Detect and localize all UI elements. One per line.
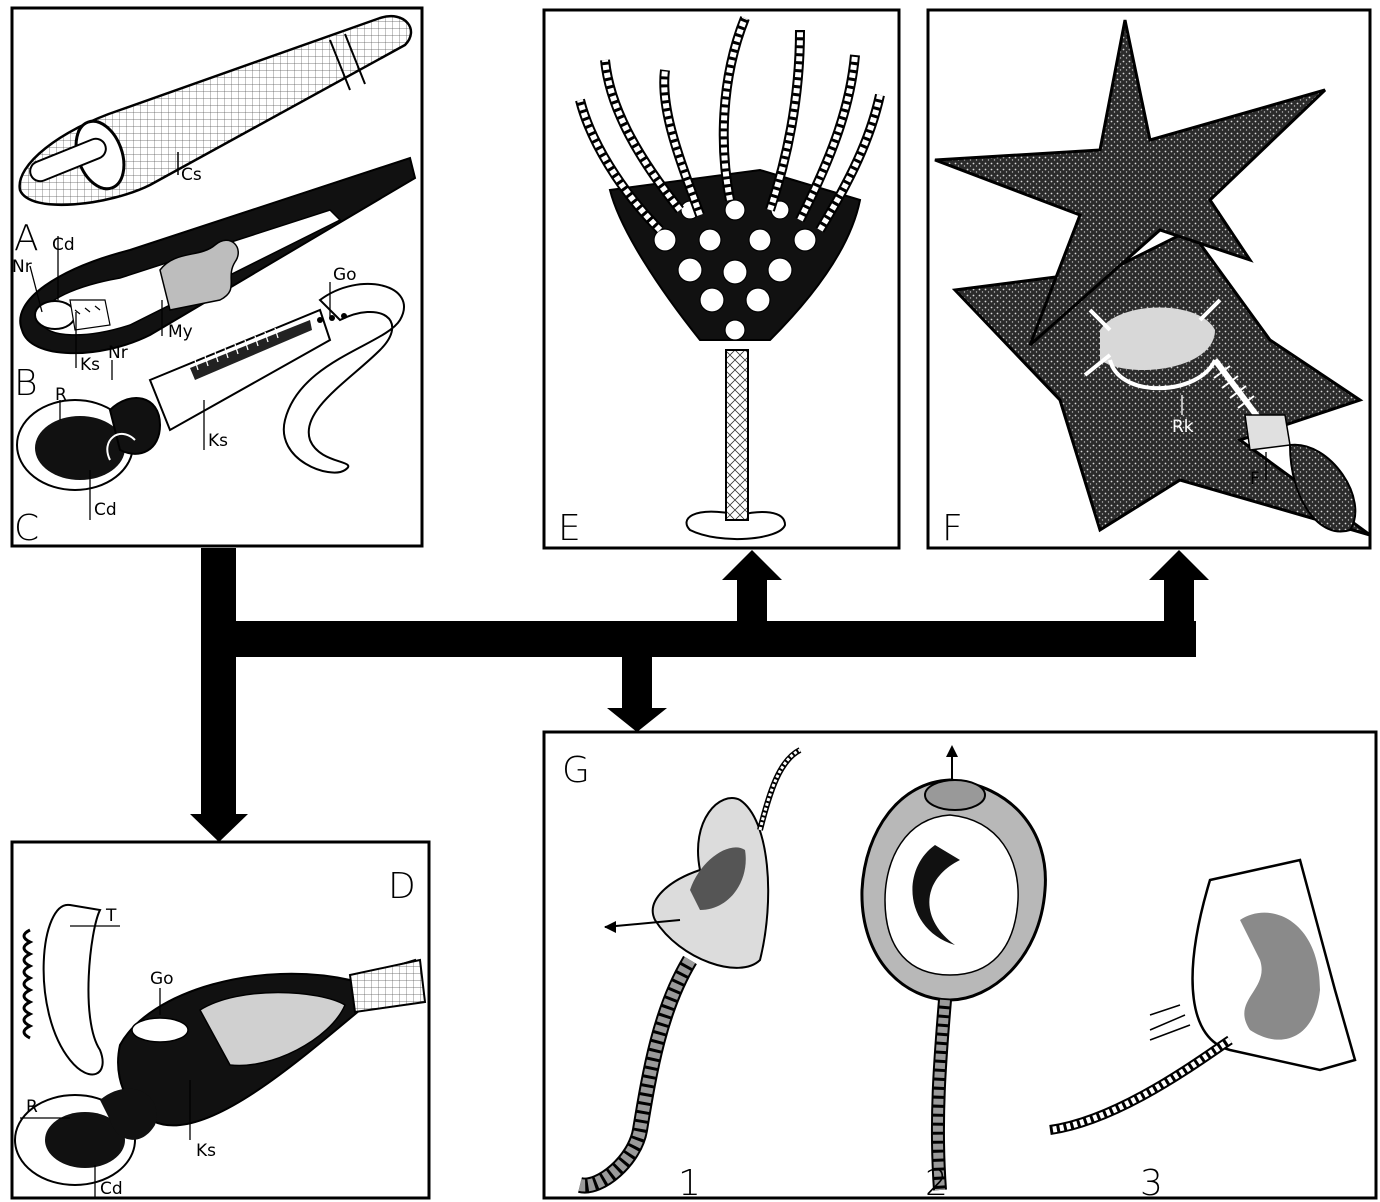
panel-letter-e: E — [558, 508, 581, 549]
label-rk: Rk — [1172, 417, 1194, 437]
label-ks-b: Ks — [80, 355, 100, 375]
label-cd-d: Cd — [100, 1179, 123, 1199]
label-my: My — [168, 322, 193, 342]
panel-g-number-2: 2 — [925, 1163, 948, 1202]
panel-letter-f: F — [942, 508, 963, 549]
panel-letter-a: A — [14, 218, 39, 259]
panel-f: F Rk F — [928, 10, 1370, 549]
panel-letter-b: B — [14, 363, 38, 404]
panel-g: G 1 2 3 — [544, 732, 1376, 1202]
label-go-d: Go — [150, 969, 174, 989]
label-cd-c: Cd — [94, 500, 117, 520]
label-t: T — [105, 906, 117, 926]
panel-letter-d: D — [388, 866, 416, 907]
panel-e: E — [544, 10, 899, 549]
panel-letter-c: C — [14, 508, 39, 549]
label-cs: Cs — [181, 165, 202, 185]
label-go-b: Go — [333, 265, 357, 285]
label-r-d: R — [26, 1097, 38, 1117]
label-nr-b: Nr — [12, 257, 32, 277]
panel-abc: A B C Cs Cd Nr My Ks Go R Nr Ks Cd — [12, 8, 422, 549]
label-ks-c: Ks — [208, 431, 228, 451]
panel-g-number-1: 1 — [678, 1163, 701, 1202]
panel-letter-g: G — [562, 750, 590, 791]
label-r-c: R — [55, 385, 67, 405]
label-ks-d: Ks — [196, 1141, 216, 1161]
label-nr-c: Nr — [108, 343, 128, 363]
label-cd-b: Cd — [52, 235, 75, 255]
label-f: F — [1250, 469, 1260, 489]
panel-d: D T Go R Ks Cd — [12, 842, 429, 1199]
panel-g-number-3: 3 — [1140, 1163, 1163, 1202]
